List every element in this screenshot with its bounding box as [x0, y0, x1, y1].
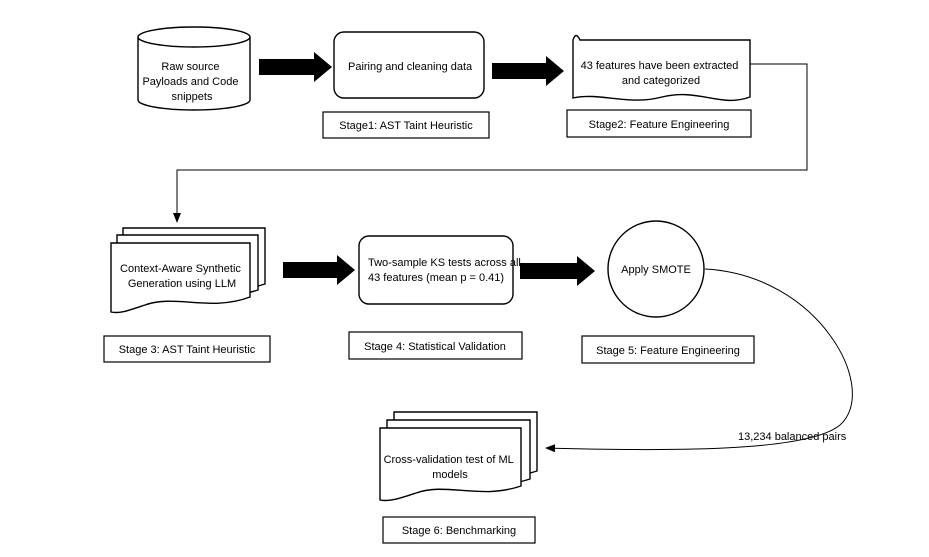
- stage2-node: 43 features have been extracted and cate…: [572, 34, 751, 102]
- edge-label-balanced-pairs: 13,234 balanced pairs: [738, 431, 847, 443]
- stage3-text: Context-Aware Synthetic Generation using…: [120, 263, 244, 290]
- stage2-caption: Stage2: Feature Engineering: [566, 109, 752, 138]
- block-arrow-stage3-to-stage4: [283, 255, 355, 285]
- stage3-node: Context-Aware Synthetic Generation using…: [110, 227, 266, 314]
- stage1-caption: Stage1: AST Taint Heuristic: [322, 111, 490, 139]
- stage6-text: Cross-validation test of ML models: [384, 454, 517, 481]
- stage2-text: 43 features have been extracted and cate…: [581, 60, 742, 87]
- stage1-label: Stage1: AST Taint Heuristic: [339, 120, 473, 132]
- connector-stage2-to-stage3: [173, 63, 808, 223]
- stage6-node: Cross-validation test of ML models: [379, 411, 538, 502]
- connector-stage5-to-stage6: [545, 268, 853, 453]
- stage5-text: Apply SMOTE: [621, 264, 691, 276]
- stage5-label: Stage 5: Feature Engineering: [596, 345, 740, 357]
- raw-source-text: Raw source Payloads and Code snippets: [142, 61, 241, 103]
- stage2-label: Stage2: Feature Engineering: [589, 119, 730, 131]
- stage1-text: Pairing and cleaning data: [348, 61, 473, 73]
- raw-source-node: Raw source Payloads and Code snippets: [137, 26, 251, 111]
- stage3-label: Stage 3: AST Taint Heuristic: [119, 344, 256, 356]
- stage5-node: Apply SMOTE: [607, 220, 705, 318]
- stage6-caption: Stage 6: Benchmarking: [382, 516, 536, 544]
- stage1-node: Pairing and cleaning data: [333, 31, 485, 99]
- stage4-label: Stage 4: Statistical Validation: [364, 341, 506, 353]
- block-arrow-stage4-to-stage5: [520, 256, 595, 286]
- stage6-label: Stage 6: Benchmarking: [402, 525, 516, 537]
- stage4-node: Two-sample KS tests across all 43 featur…: [358, 235, 524, 305]
- block-arrow-raw-to-stage1: [259, 52, 332, 82]
- stage3-caption: Stage 3: AST Taint Heuristic: [103, 335, 271, 363]
- stage4-text: Two-sample KS tests across all 43 featur…: [368, 257, 524, 284]
- stage5-caption: Stage 5: Feature Engineering: [581, 335, 755, 364]
- block-arrow-stage1-to-stage2: [492, 56, 564, 86]
- stage4-caption: Stage 4: Statistical Validation: [348, 331, 523, 360]
